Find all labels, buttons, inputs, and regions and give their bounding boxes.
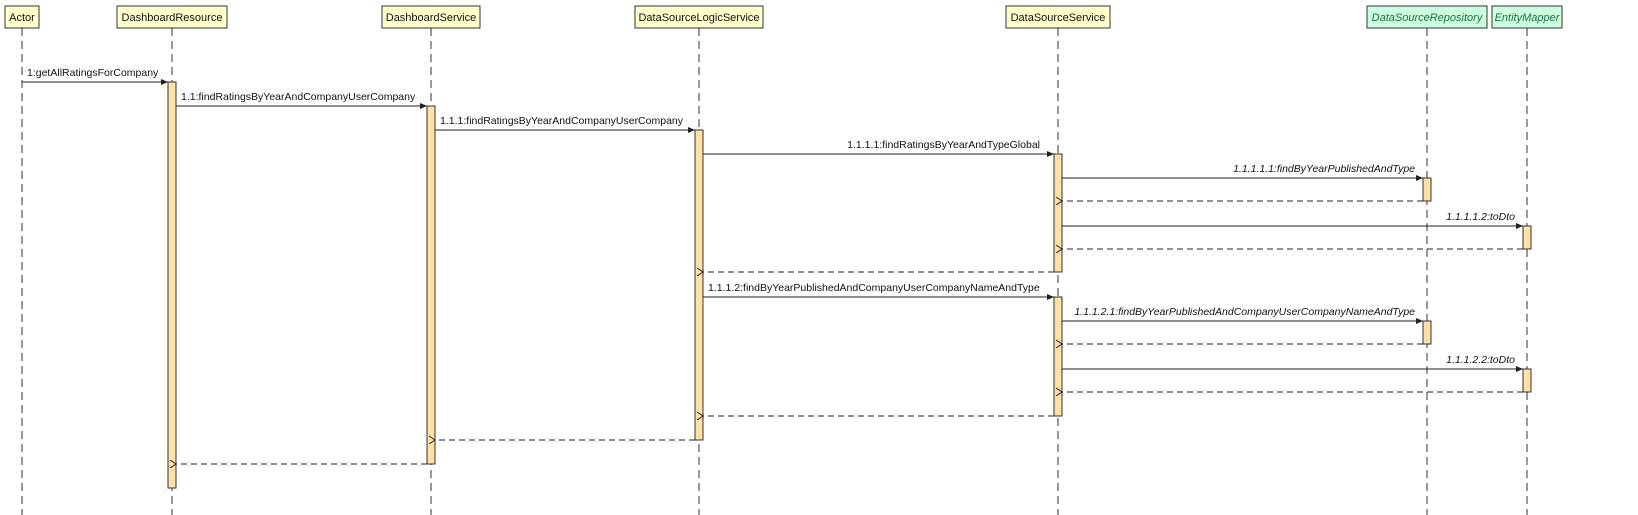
participant-box (1366, 5, 1488, 29)
message-call: 1.1.1.2.1:findByYearPublishedAndCompanyU… (1062, 306, 1423, 324)
participant-name: DashboardService (386, 12, 477, 24)
message-call: 1.1.1.2:findByYearPublishedAndCompanyUse… (703, 282, 1054, 300)
participant-entity-mapper[interactable]: EntityMapper (1491, 5, 1563, 29)
message-label: 1.1:findRatingsByYearAndCompanyUserCompa… (181, 91, 416, 103)
activation-bar (1053, 296, 1063, 417)
activation-bar (1422, 320, 1432, 345)
message-call: 1.1.1:findRatingsByYearAndCompanyUserCom… (435, 115, 695, 133)
message-label: 1.1.1:findRatingsByYearAndCompanyUserCom… (440, 115, 684, 127)
message-label: 1.1.1.1.1:findByYearPublishedAndType (1233, 163, 1415, 175)
activation-bars (167, 81, 1532, 489)
message-label: 1:getAllRatingsForCompany (27, 67, 159, 79)
message-label: 1.1.1.1.2:toDto (1446, 211, 1515, 223)
participant-box (1491, 5, 1563, 29)
participant-name: DataSourceService (1011, 12, 1106, 24)
participant-name: DataSourceLogicService (638, 12, 759, 24)
participant-data-source-repository[interactable]: DataSourceRepository (1366, 5, 1488, 29)
activation-bar (167, 81, 177, 489)
participant-name: DataSourceRepository (1372, 12, 1484, 24)
participant-dashboard-service[interactable]: DashboardService (381, 5, 481, 29)
participant-data-source-logic-service[interactable]: DataSourceLogicService (634, 5, 764, 29)
message-call: 1.1.1.1:findRatingsByYearAndTypeGlobal (703, 139, 1054, 157)
message-call: 1.1:findRatingsByYearAndCompanyUserCompa… (176, 91, 427, 109)
participant-headers: Actor DashboardResource DashboardService Da… (4, 5, 1563, 29)
participant-name: DashboardResource (122, 12, 223, 24)
activation-bar (694, 129, 704, 441)
activation-bar (426, 105, 436, 465)
participant-dashboard-resource[interactable]: DashboardResource (116, 5, 228, 29)
message-label: 1.1.1.2.1:findByYearPublishedAndCompanyU… (1074, 306, 1415, 318)
message-call: 1.1.1.2.2:toDto (1062, 354, 1523, 372)
participant-name: Actor (9, 12, 35, 24)
activation-bar (1053, 153, 1063, 273)
participant-box (116, 5, 228, 29)
message-call: 1.1.1.1.2:toDto (1062, 211, 1523, 229)
participant-box (634, 5, 764, 29)
activation-bar (1522, 368, 1532, 393)
participant-data-source-service[interactable]: DataSourceService (1005, 5, 1111, 29)
participant-box (4, 5, 40, 29)
message-label: 1.1.1.1:findRatingsByYearAndTypeGlobal (847, 139, 1040, 151)
message-call: 1:getAllRatingsForCompany (22, 67, 168, 85)
activation-bar (1522, 225, 1532, 250)
message-label: 1.1.1.2.2:toDto (1446, 354, 1515, 366)
participant-box (381, 5, 481, 29)
participant-box (1005, 5, 1111, 29)
message-call: 1.1.1.1.1:findByYearPublishedAndType (1062, 163, 1423, 181)
participant-name: EntityMapper (1495, 12, 1561, 24)
message-label: 1.1.1.2:findByYearPublishedAndCompanyUse… (708, 282, 1040, 294)
activation-bar (1422, 177, 1432, 202)
participant-actor[interactable]: Actor (4, 5, 40, 29)
messages: 1:getAllRatingsForCompany 1.1:findRatings… (22, 67, 1523, 464)
